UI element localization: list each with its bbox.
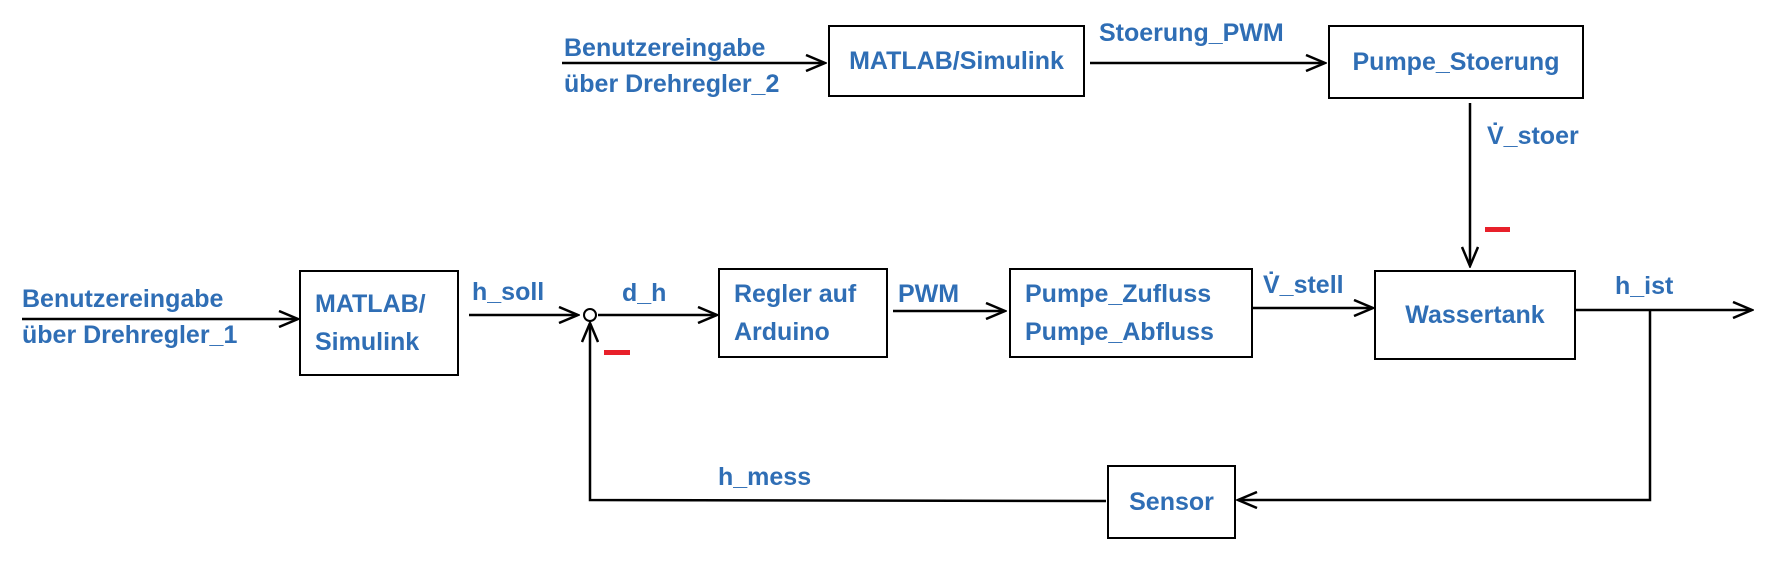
- input-1-line-2: über Drehregler_1: [22, 321, 238, 349]
- block-regler-line-1: Regler auf: [734, 280, 857, 308]
- block-regler-arduino: Regler auf Arduino: [718, 268, 888, 358]
- block-matlab-simulink: MATLAB/ Simulink: [299, 270, 459, 376]
- signal-v-stell: V̇_stell: [1263, 271, 1344, 299]
- feedback-line-to-sensor: [1238, 310, 1652, 500]
- block-sensor: Sensor: [1107, 465, 1236, 539]
- signal-pwm: PWM: [898, 280, 960, 308]
- block-matlab-line-1: MATLAB/: [315, 290, 426, 318]
- block-sensor-label: Sensor: [1129, 488, 1214, 516]
- block-pumpen-line-1: Pumpe_Zufluss: [1025, 280, 1212, 308]
- input-1-line-1: Benutzereingabe: [22, 285, 224, 313]
- block-pumpen: Pumpe_Zufluss Pumpe_Abfluss: [1009, 268, 1253, 358]
- block-pumpen-line-2: Pumpe_Abfluss: [1025, 318, 1214, 346]
- arrow-h-mess: [590, 323, 1107, 503]
- input-label-drehregler-2: Benutzereingabe über Drehregler_2: [564, 30, 779, 102]
- block-matlab-simulink-top: MATLAB/Simulink: [828, 25, 1085, 97]
- signal-stoerung-pwm: Stoerung_PWM: [1099, 19, 1284, 47]
- block-regler-line-2: Arduino: [734, 318, 830, 346]
- signal-h-ist: h_ist: [1615, 272, 1674, 300]
- block-matlab-top-label: MATLAB/Simulink: [849, 47, 1064, 75]
- minus-sign-v-stoer: [1485, 227, 1510, 232]
- summing-junction: [583, 308, 597, 322]
- input-2-line-1: Benutzereingabe: [564, 34, 766, 62]
- block-wassertank-label: Wassertank: [1405, 301, 1545, 329]
- block-pumpe-stoerung-label: Pumpe_Stoerung: [1352, 48, 1560, 76]
- signal-h-soll: h_soll: [472, 278, 545, 306]
- signal-v-stoer: V̇_stoer: [1487, 122, 1579, 150]
- input-label-drehregler-1: Benutzereingabe über Drehregler_1: [22, 281, 237, 353]
- block-pumpe-stoerung: Pumpe_Stoerung: [1328, 25, 1584, 99]
- input-2-line-2: über Drehregler_2: [564, 70, 780, 98]
- signal-d-h: d_h: [622, 279, 667, 307]
- block-matlab-line-2: Simulink: [315, 328, 420, 356]
- signal-h-mess: h_mess: [718, 463, 812, 491]
- block-wassertank: Wassertank: [1374, 270, 1576, 360]
- minus-sign-feedback: [604, 350, 630, 355]
